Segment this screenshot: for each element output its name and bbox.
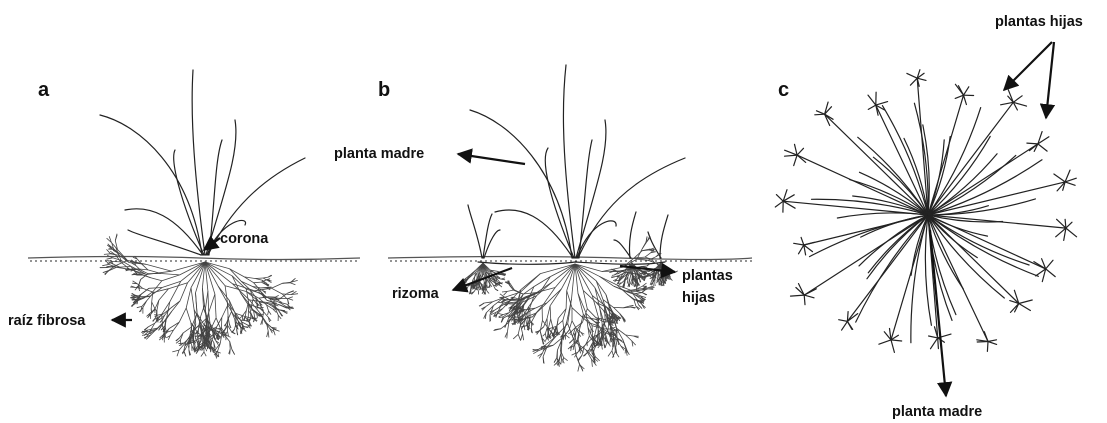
rhizome-label: rizoma xyxy=(392,286,440,302)
rhizome-stem xyxy=(478,262,665,264)
panel-b-soil-line xyxy=(388,257,752,260)
panel-b-daughter-plant-right-1 xyxy=(614,212,636,258)
mother-plant-arrow-b xyxy=(458,154,525,164)
daughter-plants-label-b-line2: hijas xyxy=(682,290,715,306)
panel-b-letter: b xyxy=(378,79,390,101)
panel-c: c plantas hijas planta madre xyxy=(775,14,1083,420)
daughter-plants-arrow-c-2 xyxy=(1046,42,1054,118)
daughter-plants-label-c: plantas hijas xyxy=(995,14,1083,30)
mother-plant-label-b: planta madre xyxy=(334,146,424,162)
panel-a: a corona raíz fibrosa xyxy=(8,70,360,359)
panel-a-grass-plant xyxy=(100,70,305,255)
crown-label: corona xyxy=(220,231,269,247)
panel-c-rosette-top-view xyxy=(775,70,1076,353)
panel-a-letter: a xyxy=(38,79,50,101)
panel-a-soil-line xyxy=(28,257,360,260)
daughter-plants-arrow-c-1 xyxy=(1004,42,1052,90)
panel-b-daughter-plant-left xyxy=(468,205,500,258)
daughter-plants-label-b-line1: plantas xyxy=(682,268,733,284)
panel-a-fibrous-roots xyxy=(100,234,298,359)
panel-c-letter: c xyxy=(778,79,789,101)
mother-plant-label-c: planta madre xyxy=(892,404,982,420)
panel-b-daughter-plant-right-2 xyxy=(648,215,668,258)
panel-b: b planta m xyxy=(334,65,752,372)
fibrous-root-label: raíz fibrosa xyxy=(8,313,86,329)
